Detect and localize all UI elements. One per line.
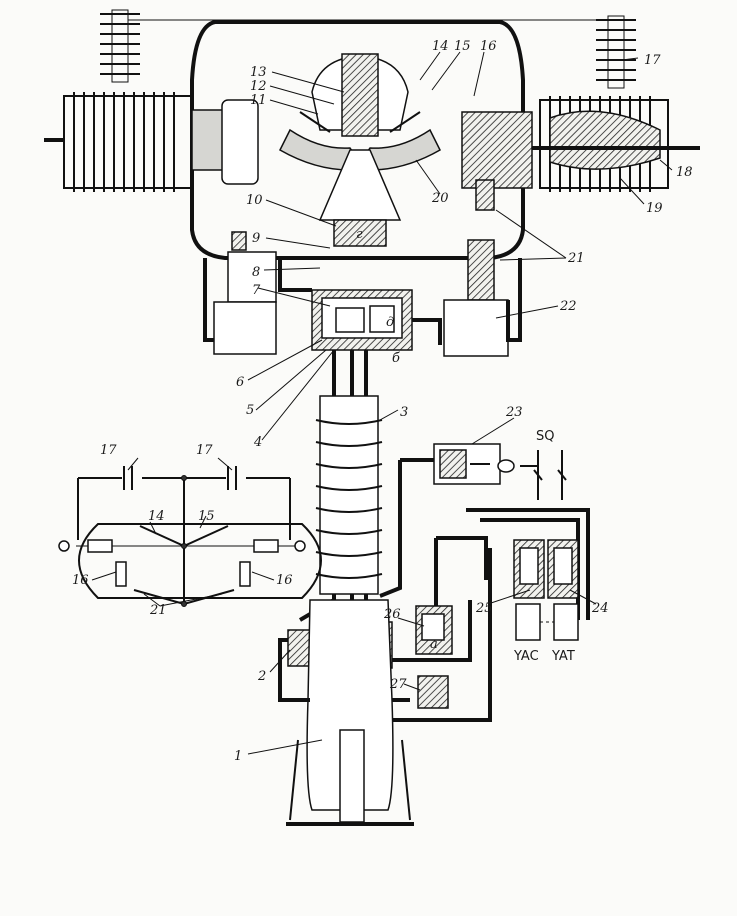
callout-12: 12 <box>250 79 267 94</box>
top-insulator-right <box>596 15 636 89</box>
callout-7: 7 <box>252 283 261 298</box>
side-boxes <box>213 179 509 357</box>
callout-4: 4 <box>253 435 262 450</box>
schematic-callout-17-right: 17 <box>196 443 213 458</box>
chamber-letter-a: а <box>430 637 438 652</box>
support-insulator <box>315 395 383 595</box>
callout-15: 15 <box>454 39 471 54</box>
callout-9: 9 <box>252 231 260 246</box>
schematic-callout-16-right: 16 <box>276 573 293 588</box>
callout-20: 20 <box>431 191 449 206</box>
schematic-callout-14: 14 <box>148 509 165 524</box>
valves-26-27 <box>415 605 453 709</box>
callout-13: 13 <box>250 65 267 80</box>
schematic-callout-16-left: 16 <box>72 573 89 588</box>
chamber-letter-b: б <box>392 351 400 366</box>
right-bushing <box>461 96 700 192</box>
schematic-callout-17-left: 17 <box>100 443 117 458</box>
schematic-callout-21: 21 <box>149 603 167 618</box>
valves-24-25 <box>513 539 579 599</box>
switch-label-sq: SQ <box>536 429 554 444</box>
inset-schematic <box>58 466 322 607</box>
schematic-callout-15: 15 <box>198 509 215 524</box>
callout-11: 11 <box>250 93 267 108</box>
callout-23: 23 <box>505 405 523 420</box>
top-insulator-left <box>100 9 140 83</box>
valve-block <box>311 289 413 351</box>
callout-22: 22 <box>559 299 577 314</box>
contact-assembly <box>279 53 441 247</box>
coils <box>515 603 579 641</box>
callout-17: 17 <box>644 53 661 68</box>
chamber-letter-d: д <box>386 315 394 330</box>
callout-21: 21 <box>567 251 585 266</box>
callout-10: 10 <box>246 193 263 208</box>
callout-18: 18 <box>676 165 693 180</box>
callout-2: 2 <box>257 669 266 684</box>
sq-switch <box>520 450 567 500</box>
callout-1: 1 <box>234 749 242 764</box>
callout-6: 6 <box>236 375 244 390</box>
leader-lines <box>91 51 673 755</box>
callout-16: 16 <box>480 39 497 54</box>
callout-25: 25 <box>475 601 493 616</box>
callout-14: 14 <box>432 39 449 54</box>
chamber-letter-g: г <box>356 227 363 242</box>
callout-24: 24 <box>591 601 609 616</box>
left-bushing <box>44 92 259 192</box>
callout-3: 3 <box>400 405 408 420</box>
drive-mechanism <box>433 443 515 485</box>
callout-8: 8 <box>252 265 260 280</box>
coil-label-yac: YAC <box>513 649 539 664</box>
air-receiver <box>286 599 414 826</box>
callout-26: 26 <box>383 607 401 622</box>
callout-27: 27 <box>389 677 407 692</box>
callout-5: 5 <box>246 403 254 418</box>
coil-label-yat: YAT <box>551 649 575 664</box>
callout-19: 19 <box>646 201 663 216</box>
